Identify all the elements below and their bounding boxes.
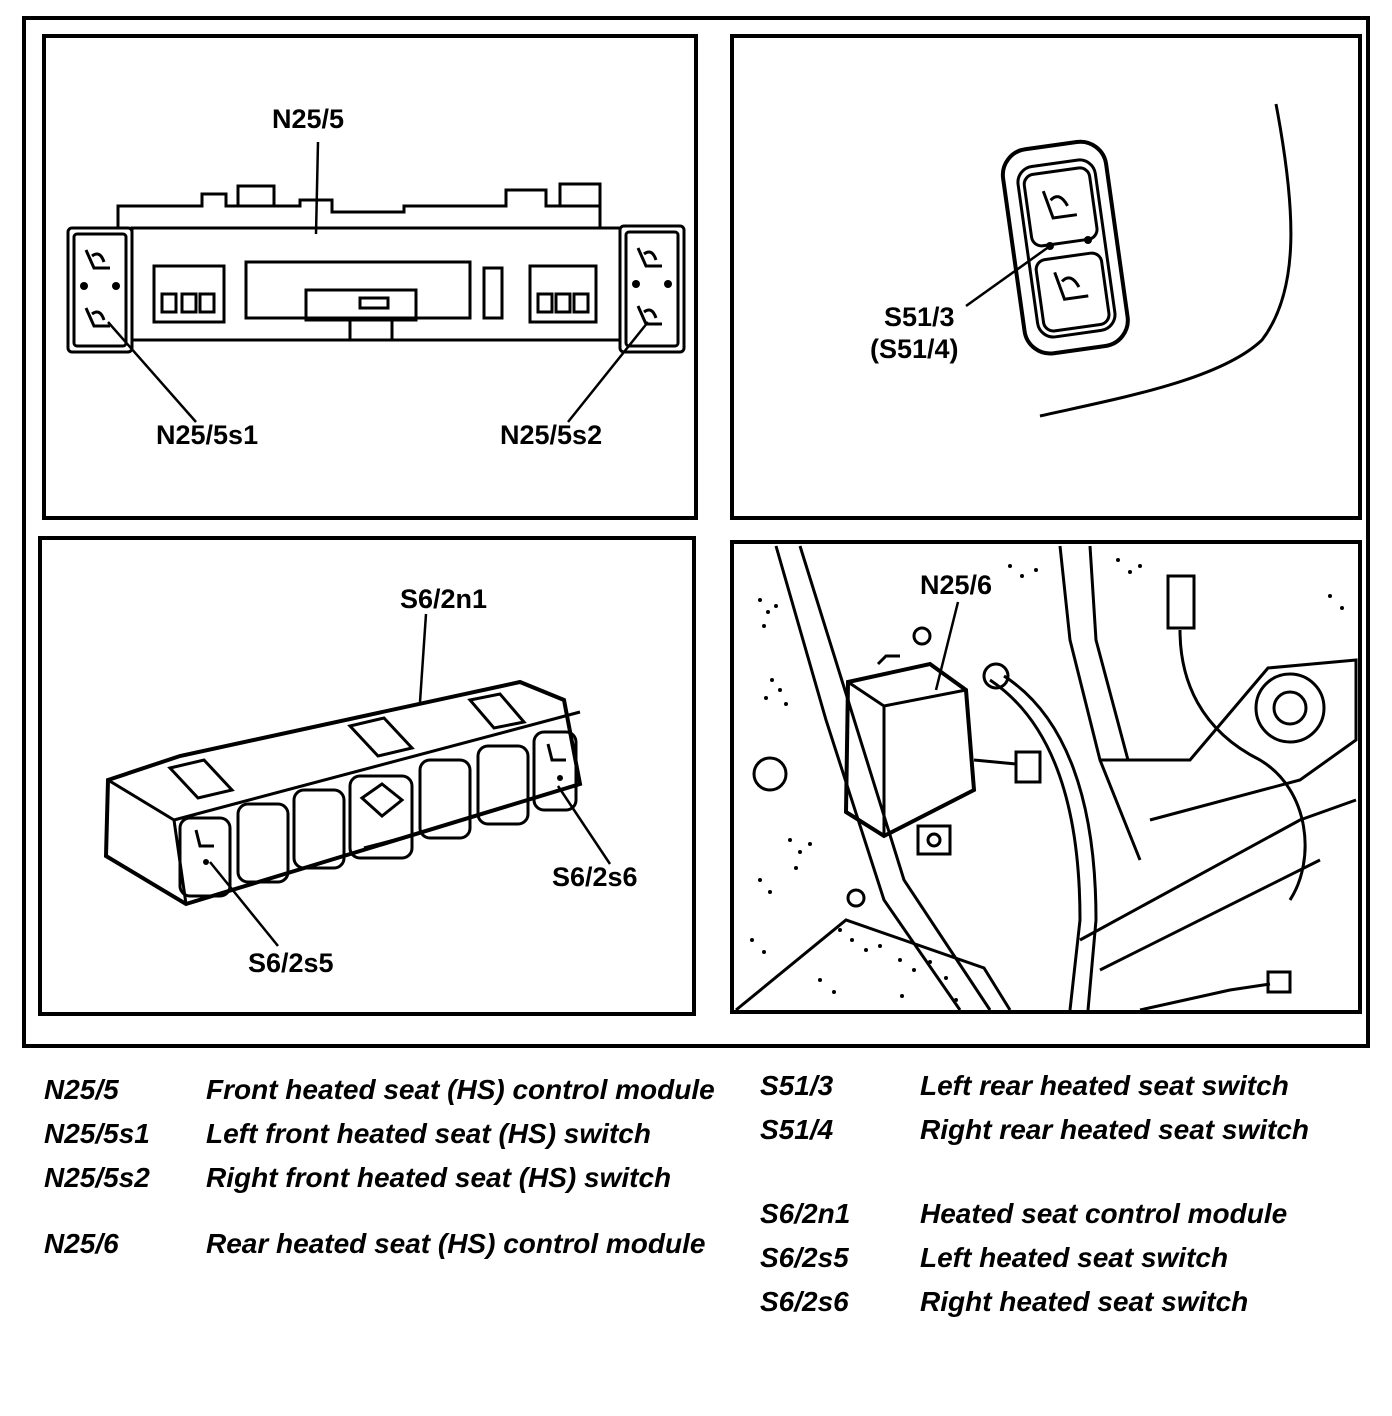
legend-item-n25-5: N25/5 Front heated seat (HS) control mod…	[44, 1068, 724, 1112]
label-s51-4: (S51/4)	[870, 334, 959, 364]
legend-code: N25/5s1	[44, 1118, 150, 1149]
legend-code: N25/5s2	[44, 1162, 150, 1193]
component-locator-figure: N25/5 N25/5s1 N25/5s2 S51/3 (S51/4)	[22, 16, 1370, 1048]
panel-console-hs-control-module: S6/2n1 S6/2s6 S6/2s5	[38, 536, 696, 1016]
label-n25-5: N25/5	[272, 104, 344, 134]
label-n25-6: N25/6	[920, 570, 992, 600]
panel-rear-hs-control-module: N25/6	[730, 540, 1362, 1014]
legend-item-n25-5s2: N25/5s2 Right front heated seat (HS) swi…	[44, 1156, 724, 1200]
legend-code: S51/4	[760, 1114, 834, 1145]
label-s6-2s6: S6/2s6	[552, 862, 638, 892]
legend-item-s6-2s6: S6/2s6 Right heated seat switch	[760, 1280, 1380, 1324]
legend-desc: Rear heated seat (HS) control module	[206, 1228, 706, 1259]
legend-left: N25/5 Front heated seat (HS) control mod…	[44, 1068, 724, 1266]
legend-desc: Right rear heated seat switch	[920, 1114, 1310, 1145]
legend-item-n25-5s1: N25/5s1 Left front heated seat (HS) swit…	[44, 1112, 724, 1156]
label-n25-5s1: N25/5s1	[156, 420, 258, 450]
legend-desc: Right front heated seat (HS) switch	[206, 1162, 672, 1193]
legend-item-s51-3: S51/3 Left rear heated seat switch	[760, 1064, 1380, 1108]
label-n25-5s2: N25/5s2	[500, 420, 602, 450]
legend-right: S51/3 Left rear heated seat switch S51/4…	[760, 1064, 1380, 1324]
legend-desc: Left front heated seat (HS) switch	[206, 1118, 651, 1149]
legend-item-s6-2s5: S6/2s5 Left heated seat switch	[760, 1236, 1380, 1280]
label-s6-2n1: S6/2n1	[400, 584, 487, 614]
legend-code: S6/2n1	[760, 1198, 851, 1229]
legend-code: S6/2s6	[760, 1286, 849, 1317]
panel-front-hs-control-module: N25/5 N25/5s1 N25/5s2	[42, 34, 698, 520]
legend-item-n25-6: N25/6 Rear heated seat (HS) control modu…	[44, 1222, 724, 1266]
label-s51-3: S51/3	[884, 302, 955, 332]
legend-code: N25/6	[44, 1228, 119, 1259]
legend-code: S51/3	[760, 1070, 834, 1101]
label-s6-2s5: S6/2s5	[248, 948, 334, 978]
legend-desc: Left heated seat switch	[920, 1242, 1229, 1273]
legend-desc: Front heated seat (HS) control module	[206, 1074, 715, 1105]
panel-rear-hs-switch: S51/3 (S51/4)	[730, 34, 1362, 520]
legend-code: N25/5	[44, 1074, 119, 1105]
legend-item-s51-4: S51/4 Right rear heated seat switch	[760, 1108, 1380, 1152]
legend-desc: Heated seat control module	[920, 1198, 1288, 1229]
legend-item-s6-2n1: S6/2n1 Heated seat control module	[760, 1192, 1380, 1236]
legend-desc: Left rear heated seat switch	[920, 1070, 1289, 1101]
outer-frame	[22, 16, 1370, 1048]
legend-code: S6/2s5	[760, 1242, 849, 1273]
legend-desc: Right heated seat switch	[920, 1286, 1249, 1317]
